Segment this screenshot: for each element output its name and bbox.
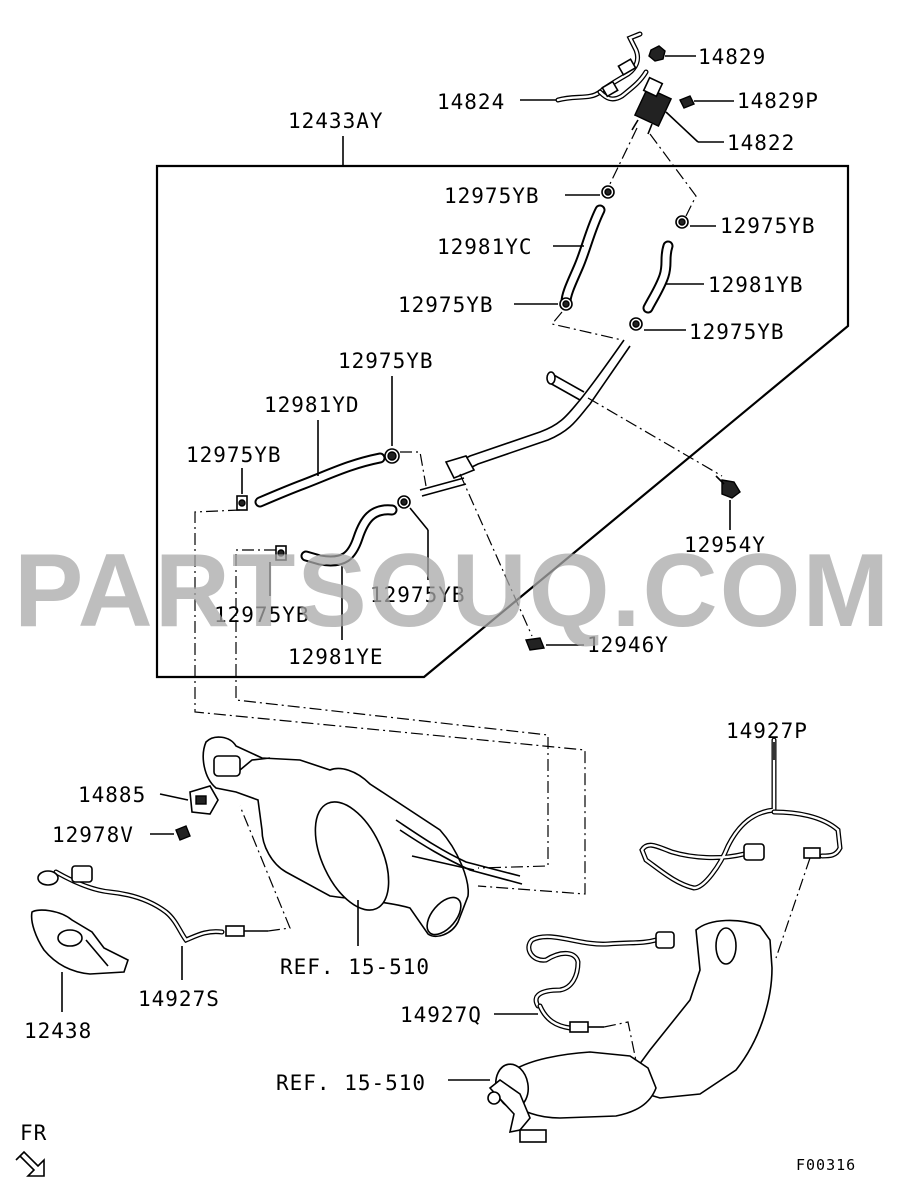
exhaust-converter-upper	[202, 736, 523, 938]
leader-bracket	[159, 793, 189, 801]
label-hose-yb[interactable]: 12981YB	[708, 273, 804, 297]
dash-sensor-p-to-pipe	[775, 857, 811, 959]
hose-12981YD	[254, 452, 386, 508]
leader-14822	[665, 111, 699, 143]
label-sensor-p[interactable]: 14927P	[726, 719, 808, 743]
label-clamp-a[interactable]: 12975YB	[444, 184, 540, 208]
leader-clamp-g	[409, 507, 429, 531]
clip-14829P	[679, 95, 695, 109]
label-heat-shield[interactable]: 12438	[24, 1019, 92, 1043]
label-bracket[interactable]: 14885	[78, 783, 146, 807]
direction-label: FR	[20, 1121, 47, 1145]
bracket-14885	[189, 785, 219, 815]
clamp-mid-left	[559, 297, 573, 311]
screw-12978V	[175, 825, 191, 841]
label-hose-yc[interactable]: 12981YC	[437, 235, 533, 259]
bolt-12954Y	[715, 475, 741, 499]
clamp-upper-right	[675, 215, 689, 229]
label-clamp-d[interactable]: 12975YB	[689, 320, 785, 344]
dash-route-outer	[194, 509, 586, 895]
watermark: PARTSOUQ.COM	[14, 533, 891, 649]
clamp-ye-right	[397, 495, 411, 509]
dash-clamp-e-to-pipe	[400, 451, 427, 487]
exhaust-converter-lower	[487, 919, 773, 1143]
label-hose-ye[interactable]: 12981YE	[288, 645, 384, 669]
label-clamp-h[interactable]: 12975YB	[214, 603, 310, 627]
clamp-yd-right	[384, 448, 400, 464]
group-label[interactable]: 12433AY	[288, 109, 384, 133]
nut-14829	[648, 45, 666, 62]
label-sensor-s[interactable]: 14927S	[138, 987, 220, 1011]
dash-solenoid-to-hose-yb	[649, 133, 697, 217]
label-14829[interactable]: 14829	[698, 45, 766, 69]
solenoid-harness-14824	[555, 31, 649, 103]
dash-pipe-to-clip	[459, 473, 533, 637]
label-sensor-q[interactable]: 14927Q	[400, 1003, 482, 1027]
clamp-mid-right	[629, 317, 643, 331]
label-ref-1[interactable]: REF. 15-510	[280, 955, 430, 979]
dash-route-inner	[235, 549, 549, 869]
dash-clamp-to-pipe	[550, 311, 623, 341]
clip-12946Y	[525, 637, 545, 651]
label-clip[interactable]: 12946Y	[587, 633, 669, 657]
front-direction-arrow-icon	[15, 1150, 45, 1177]
sensor-14927Q	[526, 931, 675, 1033]
label-clamp-b[interactable]: 12975YB	[720, 214, 816, 238]
figure-code: F00316	[796, 1156, 856, 1174]
heat-shield-12438	[30, 909, 129, 975]
label-screw[interactable]: 12978V	[52, 823, 134, 847]
clamp-yd-left	[236, 495, 248, 511]
label-clamp-f[interactable]: 12975YB	[186, 443, 282, 467]
label-bolt[interactable]: 12954Y	[684, 533, 766, 557]
dash-pipe-to-bolt	[587, 397, 723, 477]
dash-sensor-s-to-converter	[239, 805, 291, 932]
clamp-ye-left	[275, 545, 287, 561]
hose-12981YE	[300, 504, 398, 567]
vacuum-pipe-assembly	[419, 339, 631, 497]
hose-12981YB	[642, 240, 674, 314]
label-14829P[interactable]: 14829P	[737, 89, 819, 113]
hose-12981YC	[560, 204, 606, 308]
label-14824[interactable]: 14824	[437, 90, 505, 114]
label-clamp-g[interactable]: 12975YB	[370, 583, 466, 607]
assembly-group-outline	[155, 164, 850, 679]
clamp-upper-left	[601, 185, 615, 199]
dash-sensor-q-to-pipe	[603, 1021, 641, 1081]
label-ref-2[interactable]: REF. 15-510	[276, 1071, 426, 1095]
label-clamp-e[interactable]: 12975YB	[338, 349, 434, 373]
dash-solenoid-to-hose-yc	[607, 127, 638, 189]
sensor-14927S	[37, 865, 268, 944]
sensor-14927P	[639, 737, 843, 891]
solenoid-valve-14822	[631, 76, 673, 135]
label-clamp-c[interactable]: 12975YB	[398, 293, 494, 317]
label-14822[interactable]: 14822	[727, 131, 795, 155]
label-hose-yd[interactable]: 12981YD	[264, 393, 360, 417]
